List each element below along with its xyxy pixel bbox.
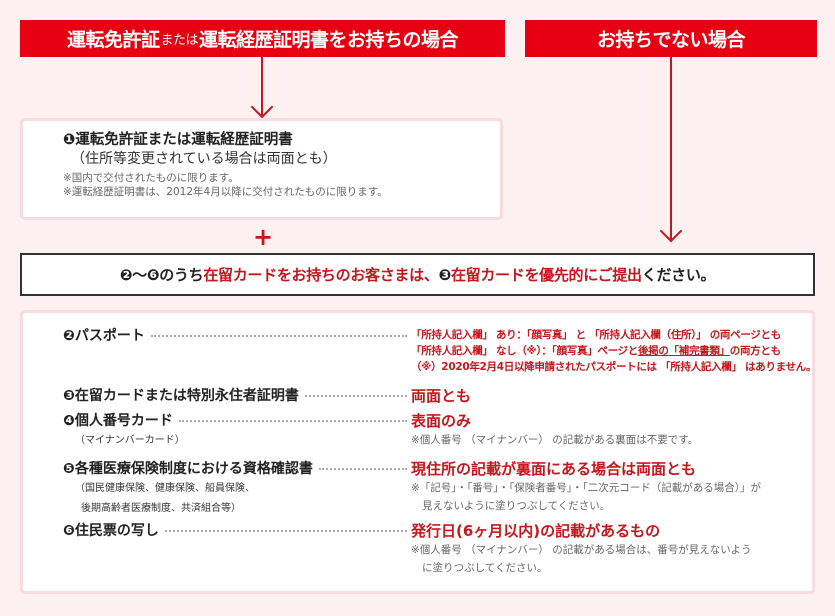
header-no-license: お持ちでない場合 bbox=[525, 20, 817, 57]
document-label: ❹個人番号カード bbox=[63, 413, 173, 429]
document-sublabel: 後期高齢者医療制度、共済組合等） bbox=[81, 503, 241, 514]
supplementary-docs-link[interactable]: 後掲の「補完書類」 bbox=[637, 345, 730, 357]
header-left-part3: 運転経歴証明書をお持ちの場合 bbox=[199, 29, 459, 51]
notice-part4: 在留カードを優先的にご提出 bbox=[450, 266, 642, 284]
document-label: ❸在留カードまたは特別永住者証明書 bbox=[63, 388, 299, 404]
notice-part5: ください。 bbox=[641, 266, 716, 284]
dotted-leader bbox=[164, 530, 407, 532]
passport-condition-2a: 「所持人記入欄」 なし（※）：「顔写真」ページと bbox=[411, 345, 638, 357]
arrow-down-icon bbox=[659, 219, 683, 243]
document-sublabel: （マイナンバーカード） bbox=[75, 435, 185, 446]
plus-icon: + bbox=[253, 223, 274, 251]
notice-part2: 在留カードをお持ちのお客さまは、 bbox=[203, 266, 439, 284]
drivers-license-subtitle: （住所等変更されている場合は両面とも） bbox=[71, 151, 337, 167]
dotted-leader bbox=[178, 420, 407, 422]
document-label: ❷パスポート bbox=[63, 328, 145, 344]
notice-part1: ❷～❻のうち bbox=[119, 266, 204, 284]
dotted-leader bbox=[304, 395, 407, 397]
passport-condition-1: 「所持人記入欄」 あり：「顔写真」 と 「所持人記入欄（住所）」 の両ページとも bbox=[411, 329, 781, 341]
drivers-license-note: ※国内で交付されたものに限ります。 bbox=[63, 172, 239, 184]
passport-condition-2: 「所持人記入欄」 なし（※）：「顔写真」ページと後掲の「補完書類」の両方とも bbox=[411, 343, 816, 359]
arrow-right-line bbox=[670, 57, 672, 240]
arrow-left-line bbox=[261, 57, 263, 115]
document-value: 表面のみ bbox=[411, 412, 472, 430]
document-note: に塗りつぶしてください。 bbox=[422, 562, 548, 574]
drivers-license-title: ❶運転免許証または運転経歴証明書 bbox=[63, 132, 293, 148]
passport-footnote: （※）2020年2月4日以降申請されたパスポートには 「所持人記入欄」 はありま… bbox=[411, 361, 817, 373]
document-note: ※個人番号 （マイナンバー） の記載がある裏面は不要です。 bbox=[411, 434, 699, 446]
header-left-part2: または bbox=[160, 33, 198, 48]
document-sublabel: （国民健康保険、健康保険、船員保険、 bbox=[75, 483, 255, 494]
document-value: 発行日(6ヶ月以内)の記載があるもの bbox=[411, 522, 661, 540]
passport-condition-2b: の両方とも bbox=[729, 345, 781, 357]
arrow-down-icon bbox=[250, 95, 274, 119]
document-value: 両面とも bbox=[411, 387, 472, 405]
header-left-part1: 運転免許証 bbox=[66, 29, 160, 51]
document-label: ❺各種医療保険制度における資格確認書 bbox=[63, 461, 313, 477]
document-label: ❻住民票の写し bbox=[63, 523, 159, 539]
alternative-documents-box: ❷パスポート 「所持人記入欄」 あり：「顔写真」 と 「所持人記入欄（住所）」 … bbox=[20, 310, 817, 594]
document-note: 見えないように塗りつぶしてください。 bbox=[422, 500, 611, 512]
document-note: ※「記号」・「番号」・「保険者番号」・「二次元コード（記載がある場合）」が bbox=[411, 482, 762, 494]
document-value: 現住所の記載が裏面にある場合は両面とも bbox=[411, 460, 697, 478]
dotted-leader bbox=[318, 468, 407, 470]
drivers-license-note: ※運転経歴証明書は、2012年4月以降に交付されたものに限ります。 bbox=[63, 186, 388, 198]
header-has-license: 運転免許証または運転経歴証明書をお持ちの場合 bbox=[20, 20, 505, 57]
dotted-leader bbox=[150, 335, 407, 337]
drivers-license-box: ❶運転免許証または運転経歴証明書 （住所等変更されている場合は両面とも） ※国内… bbox=[20, 118, 503, 220]
notice-part3: ❸ bbox=[438, 265, 452, 284]
header-right-label: お持ちでない場合 bbox=[596, 29, 746, 51]
document-note: ※個人番号 （マイナンバー） の記載がある場合は、番号が見えないよう bbox=[411, 544, 752, 556]
